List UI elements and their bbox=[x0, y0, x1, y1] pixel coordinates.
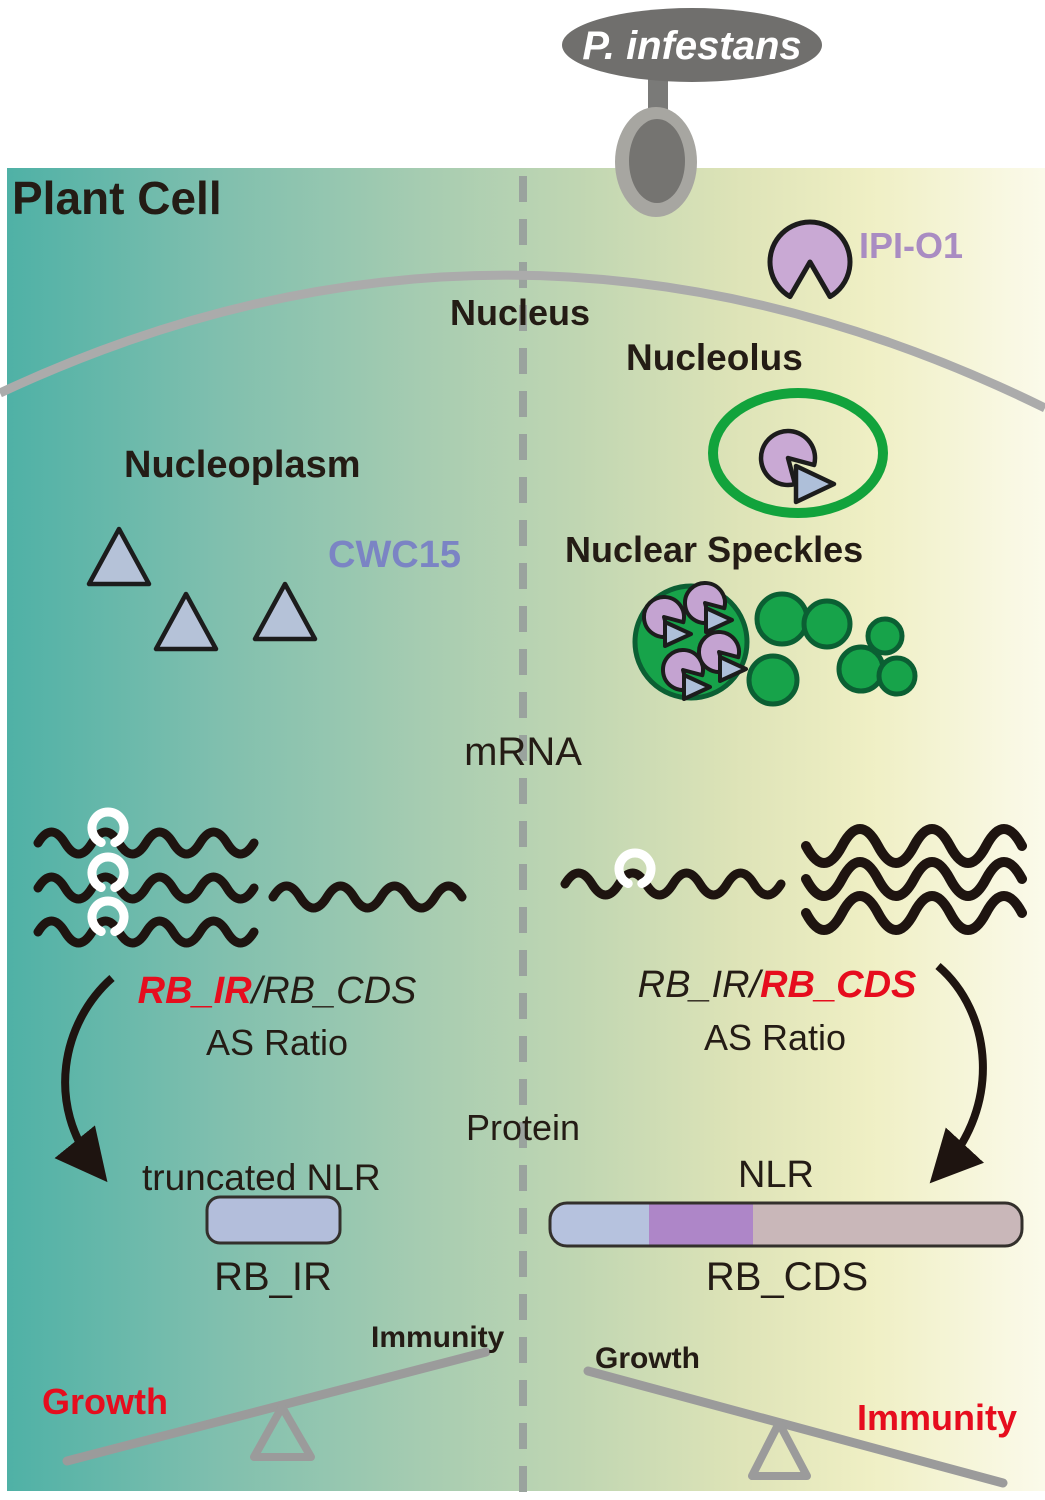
intron-loop-icon bbox=[87, 852, 129, 892]
cwc15-triangles bbox=[86, 526, 318, 652]
ipio1-label: IPI-O1 bbox=[859, 225, 963, 266]
left-balance-immunity-label: Immunity bbox=[371, 1321, 505, 1354]
right-balance-growth-label: Growth bbox=[595, 1342, 700, 1375]
nlr-bar-outline bbox=[548, 1201, 1024, 1248]
rb-ir-protein-label: RB_IR bbox=[214, 1255, 332, 1299]
intron-loop-icon bbox=[87, 896, 129, 936]
speckle-contents bbox=[642, 581, 748, 701]
right-balance-immunity-label: Immunity bbox=[857, 1397, 1017, 1438]
cwc15-label: CWC15 bbox=[328, 534, 461, 576]
speckle bbox=[876, 655, 918, 697]
ipio1-effector-icon bbox=[767, 219, 853, 300]
mrna-left-intron-retained-waves bbox=[33, 827, 467, 948]
speckle bbox=[754, 591, 810, 647]
ipio1-in-nucleolus-icon bbox=[758, 428, 818, 488]
cwc15-triangle-in-speckle bbox=[718, 655, 748, 683]
intron-loop-icon bbox=[614, 848, 656, 888]
nlr-title: NLR bbox=[738, 1154, 814, 1196]
plant-cell-title: Plant Cell bbox=[12, 172, 222, 224]
mrna-label: mRNA bbox=[464, 730, 582, 774]
nucleolus-label: Nucleolus bbox=[626, 337, 803, 378]
mrna-right-spliced-waves bbox=[801, 824, 1027, 935]
intron-lariat-loops-left bbox=[87, 807, 129, 936]
right-balance-beam bbox=[583, 1366, 1008, 1488]
right-translation-arrow bbox=[929, 962, 987, 1184]
left-balance-beam bbox=[62, 1347, 491, 1466]
mrna-wave bbox=[33, 916, 259, 948]
cwc15-triangle-in-speckle bbox=[704, 606, 734, 634]
as-ratio-right-caption: AS Ratio bbox=[704, 1017, 846, 1058]
nucleoplasm-label: Nucleoplasm bbox=[124, 444, 361, 486]
left-balance-fulcrum bbox=[250, 1403, 315, 1461]
mrna-wave-large bbox=[801, 891, 1027, 935]
nlr-segment-purple bbox=[649, 1203, 753, 1246]
mrna-wave bbox=[33, 872, 259, 904]
cwc15-triangle-icon bbox=[252, 581, 318, 642]
cwc15-triangle-icon bbox=[86, 526, 152, 587]
left-balance: Immunity Growth bbox=[42, 1321, 505, 1466]
intron-loop-icon bbox=[87, 807, 129, 847]
left-translation-arrow bbox=[54, 974, 115, 1183]
speckle bbox=[836, 644, 886, 694]
speckle bbox=[746, 653, 800, 707]
pathogen-graphic: P. infestans bbox=[562, 8, 822, 217]
mrna-wave-large bbox=[801, 857, 1027, 901]
rb-ir-red: RB_IR bbox=[138, 970, 253, 1012]
cwc15-triangle-in-speckle bbox=[663, 620, 693, 648]
nuclear-speckles-label: Nuclear Speckles bbox=[565, 529, 863, 570]
nucleolus-ring bbox=[708, 388, 888, 518]
rb-cds-protein-label: RB_CDS bbox=[706, 1255, 868, 1299]
ipio1-in-speckle-icon bbox=[642, 595, 686, 639]
as-ratio-right-title: RB_IR/RB_CDS bbox=[638, 964, 917, 1006]
as-ratio-left-title: RB_IR/RB_CDS bbox=[138, 970, 417, 1012]
nuclear-speckles-graphic bbox=[632, 581, 918, 707]
left-balance-growth-label: Growth bbox=[42, 1381, 168, 1422]
mrna-wave-spliced bbox=[268, 881, 467, 913]
speckle bbox=[801, 598, 853, 650]
truncated-nlr-title: truncated NLR bbox=[142, 1157, 381, 1198]
nlr-domain-bar bbox=[548, 1201, 1024, 1248]
nlr-segment-blue bbox=[550, 1203, 649, 1246]
protein-label: Protein bbox=[466, 1107, 580, 1148]
mrna-right-waves bbox=[560, 868, 786, 900]
as-ratio-left-caption: AS Ratio bbox=[206, 1022, 348, 1063]
ipio1-in-speckle-icon bbox=[683, 581, 727, 625]
nucleus-label: Nucleus bbox=[450, 292, 590, 333]
rb-cds-red: RB_CDS bbox=[760, 964, 916, 1006]
rb-ir-plain: RB_IR/ bbox=[638, 964, 764, 1006]
cwc15-triangle-icon bbox=[153, 591, 219, 652]
mrna-wave bbox=[33, 827, 259, 859]
mrna-wave bbox=[560, 868, 786, 900]
pathogen-body-ellipse bbox=[562, 8, 822, 82]
rb-cds-plain: /RB_CDS bbox=[249, 970, 417, 1012]
nucleolus-graphic bbox=[708, 388, 888, 518]
cwc15-triangle-in-nucleolus bbox=[793, 463, 837, 505]
right-balance-fulcrum bbox=[748, 1419, 811, 1480]
nlr-segment-tan bbox=[753, 1203, 1022, 1246]
speckle bbox=[865, 616, 905, 656]
ipio1-in-speckle-icon bbox=[697, 630, 741, 674]
nuclear-envelope-line bbox=[0, 270, 1045, 413]
pathogen-label: P. infestans bbox=[582, 24, 801, 68]
truncated-nlr-bar bbox=[205, 1195, 342, 1245]
right-balance: Growth Immunity bbox=[583, 1342, 1017, 1488]
cwc15-triangle-in-speckle bbox=[682, 673, 712, 701]
mrna-wave-large bbox=[801, 824, 1027, 868]
haustorium-inner bbox=[629, 119, 685, 203]
